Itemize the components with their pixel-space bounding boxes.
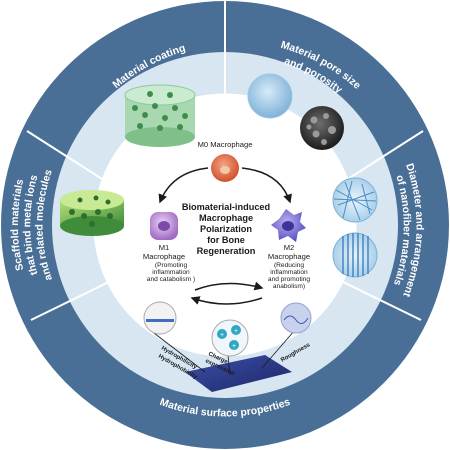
m1-cell [150,212,178,240]
svg-text:M2: M2 [284,243,295,252]
arrow-m2-to-m1 [190,296,263,305]
svg-text:+: + [220,332,224,339]
svg-text:Biomaterial-induced: Biomaterial-induced [182,202,270,212]
coating-cylinder-image [124,84,196,147]
svg-text:Regeneration: Regeneration [197,246,256,256]
surface-plate-image [149,329,296,392]
label-scaffold-line1: Scaffold materials [9,178,26,272]
m0-cell [211,154,239,182]
svg-text:(Reducing: (Reducing [274,262,304,269]
svg-text:inflammation: inflammation [270,269,308,276]
charge-image: + + + [211,319,249,357]
m2-cell [271,209,306,242]
m1-text: M1 Macrophage (Promoting inflammation an… [143,243,195,283]
m2-text: M2 Macrophage (Reducing inflammation and… [268,243,311,290]
scaffold-image [60,190,124,236]
pore-small-image [247,73,293,119]
svg-text:and promoting: and promoting [268,276,310,283]
sector-dividers [26,1,424,321]
aligned-fiber-image [332,232,378,278]
svg-text:+: + [234,328,238,335]
pore-large-image [300,106,344,150]
random-fiber-image [332,177,378,223]
svg-text:Macrophage: Macrophage [143,252,185,261]
svg-text:inflammation: inflammation [152,269,190,276]
svg-text:anabolism): anabolism) [273,283,305,290]
m0-title: M0 Macrophage [198,140,253,149]
svg-text:and catabolism ): and catabolism ) [147,276,195,283]
svg-text:Macrophage: Macrophage [199,213,253,223]
hydro-drop-image [143,301,177,335]
arrow-m0-to-m2 [241,167,292,204]
svg-text:(Promoting: (Promoting [155,262,188,269]
svg-text:M1: M1 [159,243,170,252]
arrow-m0-to-m1 [158,167,209,204]
hydro-surface-line [146,319,174,322]
svg-text:for Bone: for Bone [207,235,245,245]
svg-text:+: + [232,343,236,350]
svg-text:Polarization: Polarization [200,224,252,234]
roughness-image [280,302,312,334]
svg-text:Macrophage: Macrophage [268,252,310,261]
center-title: Biomaterial-induced Macrophage Polarizat… [182,202,270,256]
arrow-m1-to-m2 [194,281,264,291]
